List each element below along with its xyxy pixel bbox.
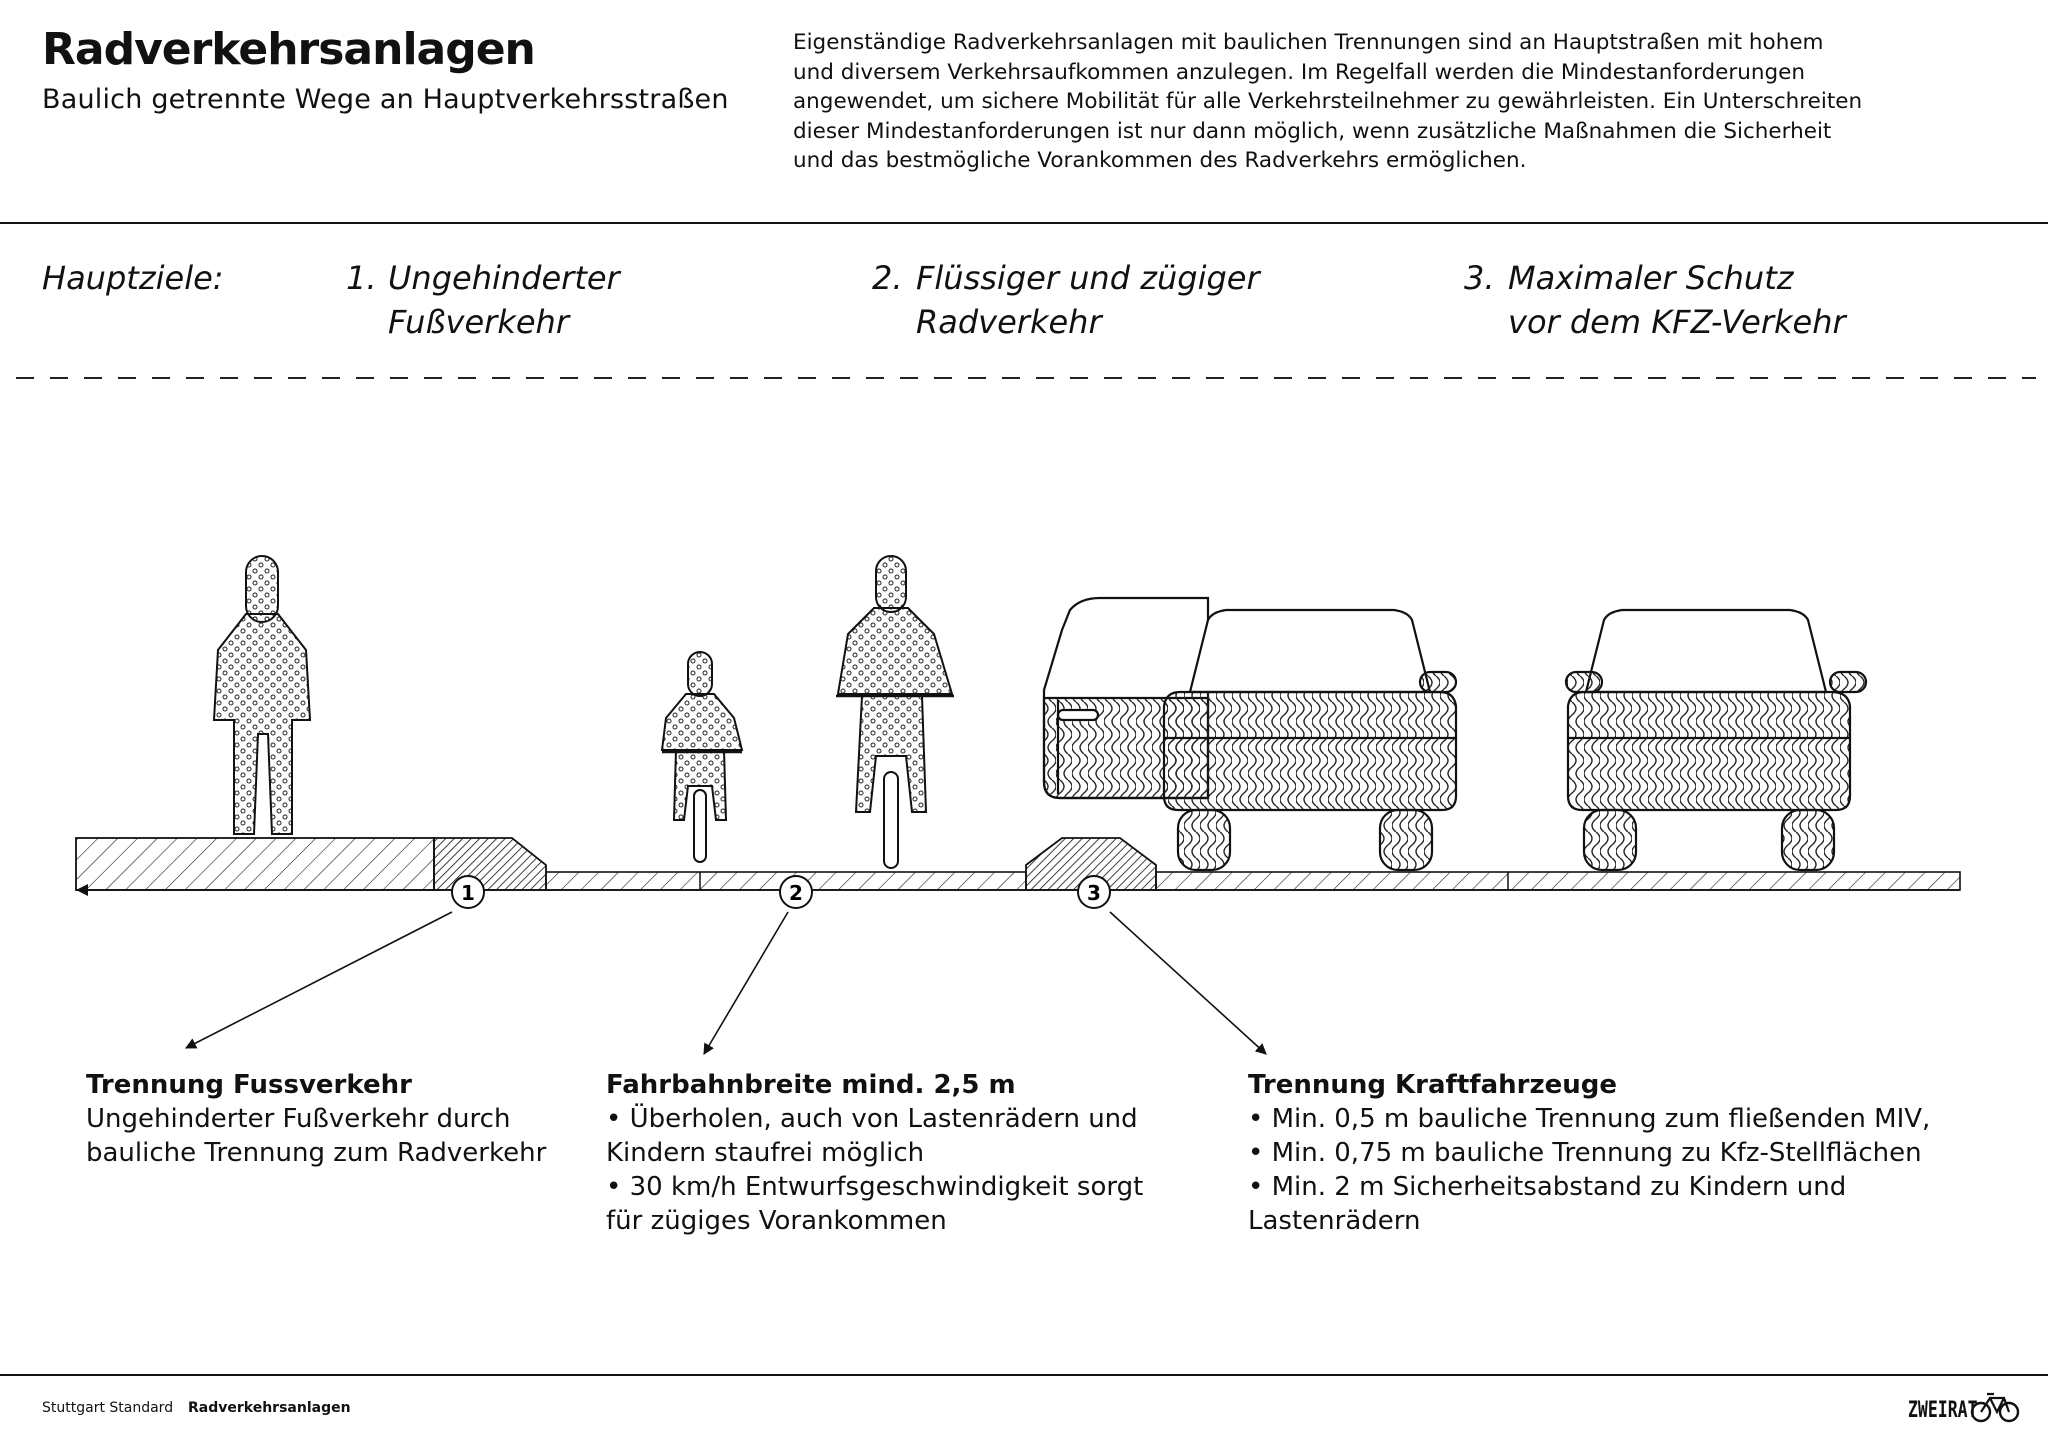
goals-label: Hauptziele: <box>42 259 224 297</box>
callout-line: Ungehinderter Fußverkehr durch <box>86 1104 511 1134</box>
callout-arrow-2 <box>703 911 789 1055</box>
goal-line: Ungehinderter <box>388 259 620 297</box>
brand-logo: ZWEIRAT <box>1908 1398 1978 1423</box>
footer-series: Stuttgart Standard <box>42 1400 174 1416</box>
footer-title: Radverkehrsanlagen <box>188 1400 351 1416</box>
street-cross-section: 1 2 3 <box>75 555 1961 1055</box>
goals-divider <box>16 377 2036 379</box>
callout-line: bauliche Trennung zum Radverkehr <box>86 1138 547 1168</box>
callout-line: Lastenrädern <box>1248 1206 1421 1236</box>
header-divider <box>0 222 2048 224</box>
marker-label: 3 <box>1087 881 1101 905</box>
intro-line: und das bestmögliche Vorankommen des Rad… <box>793 148 1527 173</box>
goal-item: Ungehinderter Fußverkehr <box>388 256 620 344</box>
callout-heading: Trennung Fussverkehr <box>86 1070 412 1100</box>
marker-label: 2 <box>789 881 803 905</box>
callout-line: • Min. 0,75 m bauliche Trennung zu Kfz-S… <box>1248 1138 1922 1168</box>
adult-cyclist-icon <box>836 555 954 869</box>
footer-divider <box>0 1374 2048 1376</box>
callout-line: • Min. 2 m Sicherheitsabstand zu Kindern… <box>1248 1172 1847 1202</box>
bicycle-icon <box>1970 1392 2020 1423</box>
callout-pedestrian-separation: Trennung Fussverkehr Ungehinderter Fußve… <box>86 1068 546 1170</box>
marker-2: 2 <box>779 875 813 909</box>
intro-line: Eigenständige Radverkehrsanlagen mit bau… <box>793 30 1824 55</box>
roadway <box>1155 871 1961 891</box>
goal-number: 2. <box>872 259 903 297</box>
callout-heading: Trennung Kraftfahrzeuge <box>1248 1070 1618 1100</box>
callout-vehicle-separation: Trennung Kraftfahrzeuge • Min. 0,5 m bau… <box>1248 1068 1930 1238</box>
curb-separator-pedestrian <box>433 837 547 891</box>
goal-number: 3. <box>1464 259 1495 297</box>
goal-line: Radverkehr <box>916 303 1102 341</box>
goal-line: Fußverkehr <box>388 303 569 341</box>
callout-line: • Min. 0,5 m bauliche Trennung zum fließ… <box>1248 1104 1931 1134</box>
callout-arrow-1 <box>185 911 453 1049</box>
goal-line: Maximaler Schutz <box>1508 259 1794 297</box>
goal-item: Flüssiger und zügiger Radverkehr <box>916 256 1260 344</box>
goal-line: vor dem KFZ-Verkehr <box>1508 303 1846 341</box>
goal-number: 1. <box>346 259 377 297</box>
goal-item: Maximaler Schutz vor dem KFZ-Verkehr <box>1508 256 1846 344</box>
callout-lane-width: Fahrbahnbreite mind. 2,5 m • Überholen, … <box>606 1068 1143 1238</box>
marker-label: 1 <box>461 881 475 905</box>
callout-line: für zügiges Vorankommen <box>606 1206 947 1236</box>
intro-text: Eigenständige Radverkehrsanlagen mit bau… <box>793 28 1863 176</box>
callout-heading: Fahrbahnbreite mind. 2,5 m <box>606 1070 1016 1100</box>
pedestrian-icon <box>212 555 312 835</box>
callout-line: • 30 km/h Entwurfsgeschwindigkeit sorgt <box>606 1172 1144 1202</box>
marker-1: 1 <box>451 875 485 909</box>
intro-line: und diversem Verkehrsaufkommen anzulegen… <box>793 59 1806 85</box>
goal-line: Flüssiger und zügiger <box>916 259 1260 297</box>
moving-car-icon <box>1564 608 1868 872</box>
callout-line: • Überholen, auch von Lastenrädern und <box>606 1104 1138 1134</box>
sidewalk <box>75 837 435 891</box>
page-title: Radverkehrsanlagen <box>42 24 536 75</box>
child-cyclist-icon <box>660 651 744 863</box>
intro-line: dieser Mindestanforderungen ist nur dann… <box>793 118 1832 144</box>
callout-arrow-3 <box>1109 911 1267 1055</box>
page-subtitle: Baulich getrennte Wege an Hauptverkehrss… <box>42 84 729 115</box>
intro-line: angewendet, um sichere Mobilität für all… <box>793 89 1863 114</box>
marker-3: 3 <box>1077 875 1111 909</box>
moving-car-icon <box>1162 608 1458 872</box>
callout-line: Kindern staufrei möglich <box>606 1138 925 1168</box>
